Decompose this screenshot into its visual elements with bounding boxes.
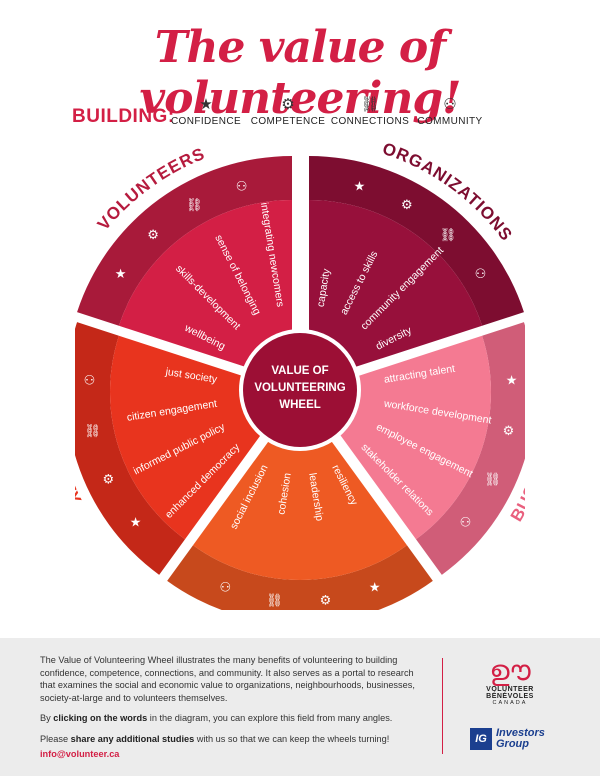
gears-icon: ⚙ bbox=[147, 228, 159, 243]
star-icon: ★ bbox=[115, 267, 127, 282]
sector-outer-ring bbox=[77, 156, 293, 326]
ig-mark-icon: IG bbox=[470, 728, 492, 750]
star-icon: ★ bbox=[506, 373, 518, 388]
footer-share-note: Please share any additional studies with… bbox=[40, 733, 390, 744]
sector-outer-ring bbox=[309, 156, 524, 326]
star-icon: ★ bbox=[130, 515, 142, 530]
star-icon: ★ bbox=[369, 581, 381, 596]
legend-label: CONNECTIONS bbox=[330, 116, 410, 127]
people-icon: ⚇ bbox=[475, 267, 487, 282]
chain-link-icon: ⛓ bbox=[440, 227, 457, 243]
legend-label: CONFIDENCE bbox=[170, 116, 242, 127]
sector-outer-ring bbox=[167, 545, 433, 610]
email-link[interactable]: info@volunteer.ca bbox=[40, 748, 120, 759]
chain-link-icon: ⛓ bbox=[266, 592, 283, 608]
gears-icon: ⚙ bbox=[503, 424, 515, 439]
legend-connections: ⛓ CONNECTIONS bbox=[325, 96, 415, 127]
center-label: VALUE OF bbox=[271, 365, 328, 377]
building-legend: BUILDING: ★ CONFIDENCE ⚙ COMPETENCE ⛓ CO… bbox=[0, 96, 600, 136]
people-icon: ⚇ bbox=[460, 515, 472, 530]
sector-inner-wedge bbox=[193, 398, 407, 580]
chain-link-icon: ⛓ bbox=[186, 197, 203, 213]
gears-icon: ⚙ bbox=[281, 96, 295, 113]
footer-click-note: By clicking on the words in the diagram,… bbox=[40, 713, 393, 724]
legend-label: COMMUNITY bbox=[417, 116, 483, 127]
sector-inner-wedge bbox=[309, 200, 483, 382]
star-icon: ★ bbox=[354, 179, 366, 194]
legend-confidence: ★ CONFIDENCE bbox=[161, 96, 251, 127]
center-label: VOLUNTEERING bbox=[254, 382, 345, 394]
sector-outer-ring bbox=[75, 322, 186, 575]
footer-text: The Value of Volunteering Wheel illustra… bbox=[40, 654, 420, 760]
people-icon: ⚇ bbox=[84, 373, 96, 388]
people-icon: ⚇ bbox=[219, 581, 231, 596]
people-icon: ⚇ bbox=[236, 179, 248, 194]
footer-intro: The Value of Volunteering Wheel illustra… bbox=[40, 655, 415, 703]
chain-link-icon: ⛓ bbox=[84, 423, 101, 439]
gears-icon: ⚙ bbox=[102, 472, 114, 487]
sector-outer-ring bbox=[415, 322, 525, 575]
footer: The Value of Volunteering Wheel illustra… bbox=[0, 638, 600, 776]
chain-link-icon: ⛓ bbox=[484, 471, 501, 487]
volunteer-swirl-icon: ഊ bbox=[489, 654, 531, 687]
star-icon: ★ bbox=[199, 96, 213, 113]
footer-divider bbox=[442, 658, 443, 754]
chain-link-icon: ⛓ bbox=[360, 96, 380, 113]
center-label: WHEEL bbox=[279, 399, 321, 411]
page-title: The value of volunteering! bbox=[139, 22, 462, 124]
sector-inner-wedge bbox=[118, 200, 292, 382]
gears-icon: ⚙ bbox=[401, 198, 413, 213]
volunteer-canada-logo: ഊ VOLUNTEER BÉNÉVOLES CANADA bbox=[460, 654, 560, 707]
building-label: BUILDING: bbox=[72, 106, 175, 127]
legend-label: COMPETENCE bbox=[250, 116, 326, 127]
gears-icon: ⚙ bbox=[320, 593, 332, 608]
center-hub[interactable] bbox=[243, 333, 357, 447]
legend-community: ⚇ COMMUNITY bbox=[405, 96, 495, 127]
legend-competence: ⚙ COMPETENCE bbox=[243, 96, 333, 127]
people-icon: ⚇ bbox=[443, 96, 457, 113]
